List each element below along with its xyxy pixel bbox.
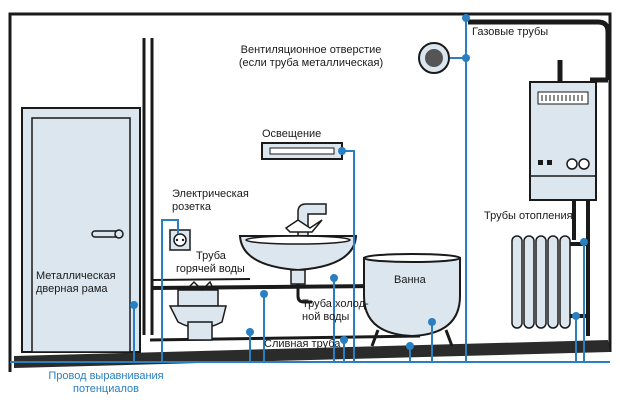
bonding-wires [10, 14, 610, 363]
gas-pipe [468, 19, 611, 83]
label-cold-water-pipe: Труба холод- ной воды [302, 298, 369, 324]
label-bonding-wire: Провод выравнивания потенциалов [36, 370, 176, 396]
label-ventilation-line1: Вентиляционное отверстие [240, 44, 382, 56]
light-fixture [261, 142, 343, 160]
label-lighting: Освещение [262, 128, 322, 140]
label-door-frame: Металлическая дверная рама [36, 270, 116, 296]
label-cold-line1: Труба холод- [302, 298, 369, 310]
electrical-socket [169, 229, 191, 251]
label-ventilation-opening: Вентиляционное отверстие (если труба мет… [220, 44, 402, 70]
label-gas-pipes: Газовые трубы [472, 26, 549, 38]
label-drain-pipe: Сливная труба [264, 338, 341, 350]
label-bonding-line1: Провод выравнивания [48, 370, 164, 382]
label-hot-line1: Труба [196, 250, 226, 262]
label-ventilation-line2: (если труба металлическая) [238, 57, 384, 69]
label-cold-line2: ной воды [302, 311, 350, 323]
label-hot-line2: горячей воды [176, 263, 245, 275]
label-heating-pipes: Трубы отопления [484, 210, 573, 222]
bonding-connection-points [130, 14, 588, 350]
metal-door-frame [21, 107, 141, 353]
heater-pipes [572, 200, 590, 336]
label-socket-line2: розетка [172, 201, 211, 213]
washbasin [238, 203, 358, 304]
label-door-line1: Металлическая [36, 270, 116, 282]
label-socket-line1: Электрическая [172, 188, 249, 200]
ventilation-opening [418, 42, 450, 74]
water-supply-pipes [151, 278, 381, 290]
label-bathtub: Ванна [394, 274, 426, 286]
room-walls [8, 12, 612, 372]
label-door-line2: дверная рама [36, 283, 108, 295]
toilet [168, 280, 227, 341]
gas-water-heater [529, 81, 597, 201]
bathtub [363, 253, 461, 347]
label-bonding-line2: потенциалов [72, 383, 139, 395]
label-socket: Электрическая розетка [172, 188, 249, 214]
label-hot-water-pipe: Труба горячей воды [176, 250, 245, 276]
